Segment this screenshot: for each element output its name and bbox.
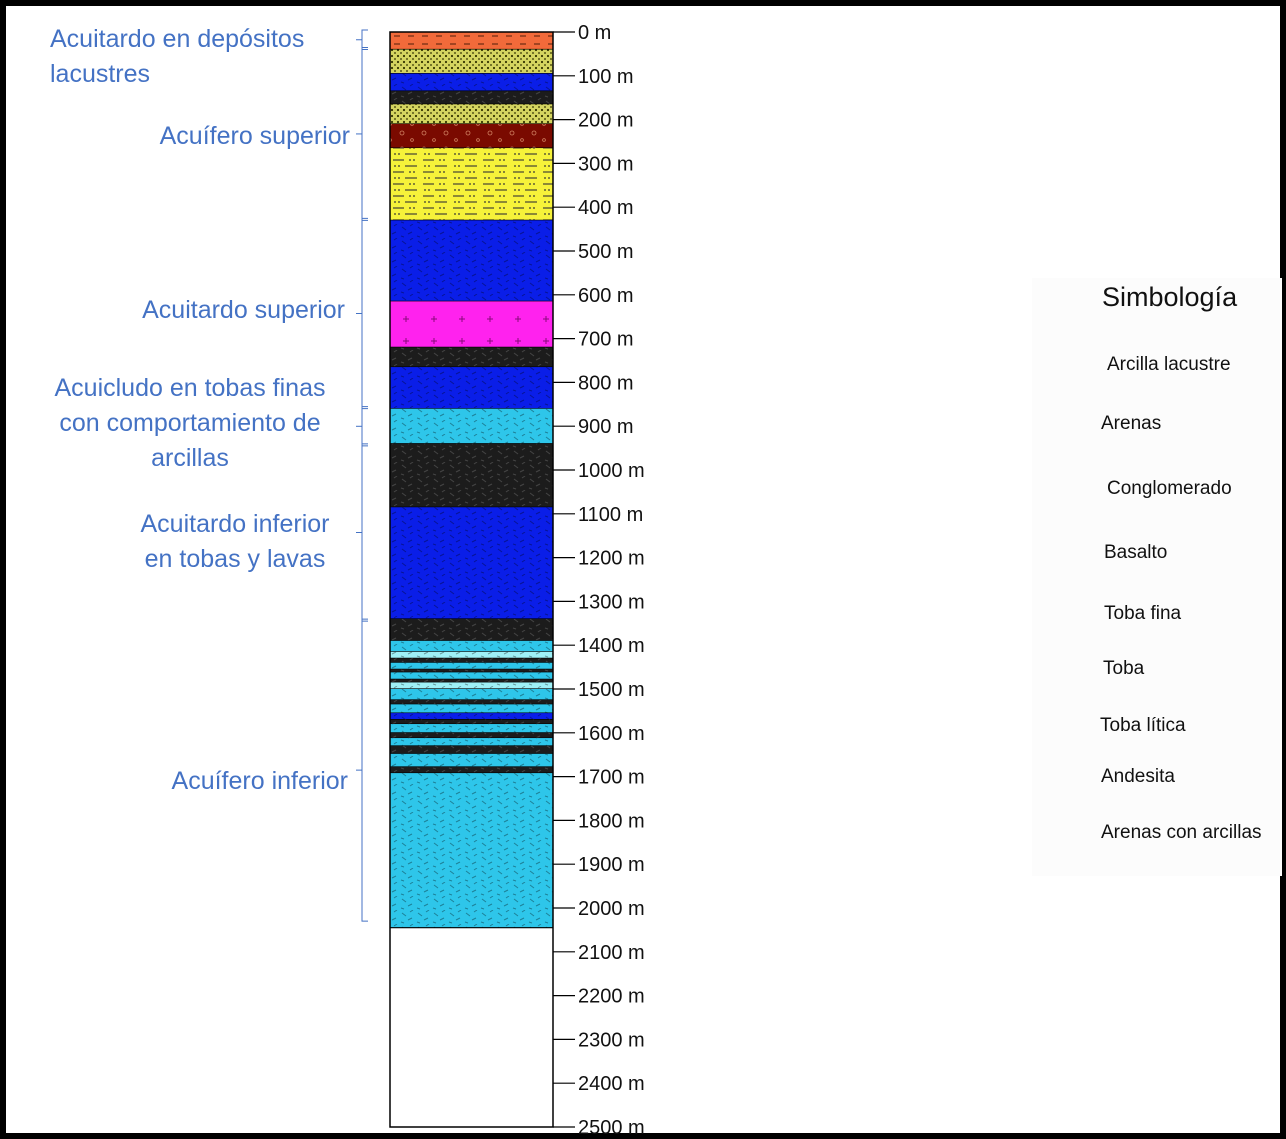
zone-bracket [361, 618, 368, 922]
layer-basalto-texture [390, 766, 553, 774]
layer-basalto-texture [390, 443, 553, 508]
zone-label-line: lacustres [50, 60, 151, 88]
zone-label-acuitardo-inferior: Acuitardo inferior en tobas y lavas [95, 507, 375, 577]
layer-toba-texture [390, 672, 553, 680]
zone-label-line: Acuitardo inferior [140, 510, 330, 538]
zone-brackets [356, 29, 368, 922]
legend-label-andesita: Andesita [1101, 766, 1175, 787]
zone-label-line: en tobas y lavas [144, 545, 326, 573]
zone-label-line: Acuitardo en depósitos [50, 25, 305, 53]
depth-tick-label: 600 m [578, 285, 634, 307]
depth-tick-label: 2500 m [578, 1117, 645, 1139]
legend-label-tobalitica: Toba lítica [1100, 715, 1186, 736]
layer-basalto-texture [390, 679, 553, 683]
zone-bracket [361, 217, 368, 410]
zone-label-acuicludo-tobas-finas: Acuicludo en tobas finas con comportamie… [20, 371, 360, 476]
zone-bracket [361, 406, 368, 447]
depth-tick-label: 1700 m [578, 767, 645, 789]
layer-basalto-texture [390, 347, 553, 368]
depth-tick-label: 2100 m [578, 942, 645, 964]
depth-tick-label: 1100 m [578, 504, 643, 526]
layer-tobafina-texture [390, 682, 553, 689]
layers-group [390, 32, 553, 929]
layer-toba-texture [390, 704, 553, 714]
legend-label-basalto: Basalto [1104, 542, 1168, 563]
layer-basalto-texture [390, 719, 553, 725]
layer-basalto-texture [390, 732, 553, 739]
zone-label-line: arcillas [151, 444, 229, 472]
layer-conglomerado-texture [390, 123, 553, 149]
legend-label-arenas: Arenas [1101, 413, 1162, 434]
layer-toba-texture [390, 662, 553, 670]
depth-tick-label: 0 m [578, 22, 611, 44]
layer-arenasarcillas-texture [390, 148, 553, 221]
column-outline [389, 31, 554, 1128]
layer-toba-texture [390, 753, 553, 767]
zone-label-line: Acuífero superior [159, 122, 350, 150]
depth-tick-label: 1300 m [578, 591, 645, 613]
legend-label-arcilla: Arcilla lacustre [1107, 354, 1231, 375]
depth-tick-label: 800 m [578, 372, 634, 394]
layer-basalto-texture [390, 699, 553, 705]
layer-tobalitica-texture [390, 73, 553, 92]
legend-label-arenasarcillas: Arenas con arcillas [1101, 822, 1262, 843]
layer-basalto-texture [390, 669, 553, 673]
layer-basalto-texture [390, 658, 553, 663]
depth-tick-label: 1500 m [578, 679, 645, 701]
layer-andesita-texture [390, 301, 553, 348]
layer-toba-texture [390, 724, 553, 733]
layer-toba-texture [390, 640, 553, 652]
layer-tobalitica-texture [390, 367, 553, 409]
layer-basalto-texture [390, 745, 553, 754]
layer-toba-texture [390, 773, 553, 928]
depth-tick-label: 300 m [578, 153, 634, 175]
layer-toba-texture [390, 689, 553, 700]
legend-label-toba: Toba [1103, 658, 1145, 679]
depth-tick-label: 2400 m [578, 1073, 645, 1095]
depth-tick-label: 400 m [578, 197, 634, 219]
layer-toba-texture [390, 738, 553, 746]
layer-toba-texture [390, 408, 553, 444]
zone-label-line: Acuífero inferior [171, 767, 348, 795]
zone-label-acuifero-inferior: Acuífero inferior [60, 764, 348, 799]
depth-tick-label: 1900 m [578, 854, 645, 876]
depth-tick-label: 1200 m [578, 548, 645, 570]
zone-label-acuifero-superior: Acuífero superior [60, 119, 350, 154]
depth-tick-label: 500 m [578, 241, 634, 263]
depth-tick-label: 2300 m [578, 1029, 645, 1051]
depth-tick-label: 1400 m [578, 635, 645, 657]
layer-tobalitica-texture [390, 713, 553, 720]
legend-label-tobafina: Toba fina [1104, 603, 1182, 624]
layer-basalto-texture [390, 91, 553, 105]
depth-axis: 0 m 100 m 200 m 300 m 400 m 500 m 600 m 700 m 80… [553, 22, 645, 1139]
layer-arcilla-texture [390, 32, 553, 50]
depth-tick-label: 200 m [578, 110, 634, 132]
layer-tobalitica-texture [390, 220, 553, 302]
column-border [389, 31, 554, 1128]
legend-label-conglomerado: Conglomerado [1107, 478, 1232, 499]
layer-tobalitica-texture [390, 507, 553, 619]
depth-tick-label: 700 m [578, 329, 634, 351]
layer-tobafina-texture [390, 651, 553, 659]
zone-label-line: Acuitardo superior [142, 296, 345, 324]
layer-arenas-texture [390, 104, 553, 124]
zone-label-acuitardo-lacustre: Acuitardo en depósitos lacustres [30, 22, 380, 92]
legend [1032, 278, 1282, 876]
layer-arenas-texture [390, 49, 553, 74]
layer-basalto-texture [390, 618, 553, 641]
depth-tick-label: 1600 m [578, 723, 645, 745]
depth-tick-label: 900 m [578, 416, 634, 438]
zone-label-acuitardo-superior: Acuitardo superior [60, 293, 345, 328]
depth-tick-label: 1000 m [578, 460, 645, 482]
zone-label-line: Acuicludo en tobas finas [54, 374, 326, 402]
depth-tick-label: 1800 m [578, 810, 645, 832]
depth-tick-label: 2200 m [578, 986, 645, 1008]
zone-label-line: con comportamiento de [59, 409, 321, 437]
depth-tick-label: 100 m [578, 66, 634, 88]
depth-tick-label: 2000 m [578, 898, 645, 920]
legend-title: Simbología [1102, 282, 1238, 312]
